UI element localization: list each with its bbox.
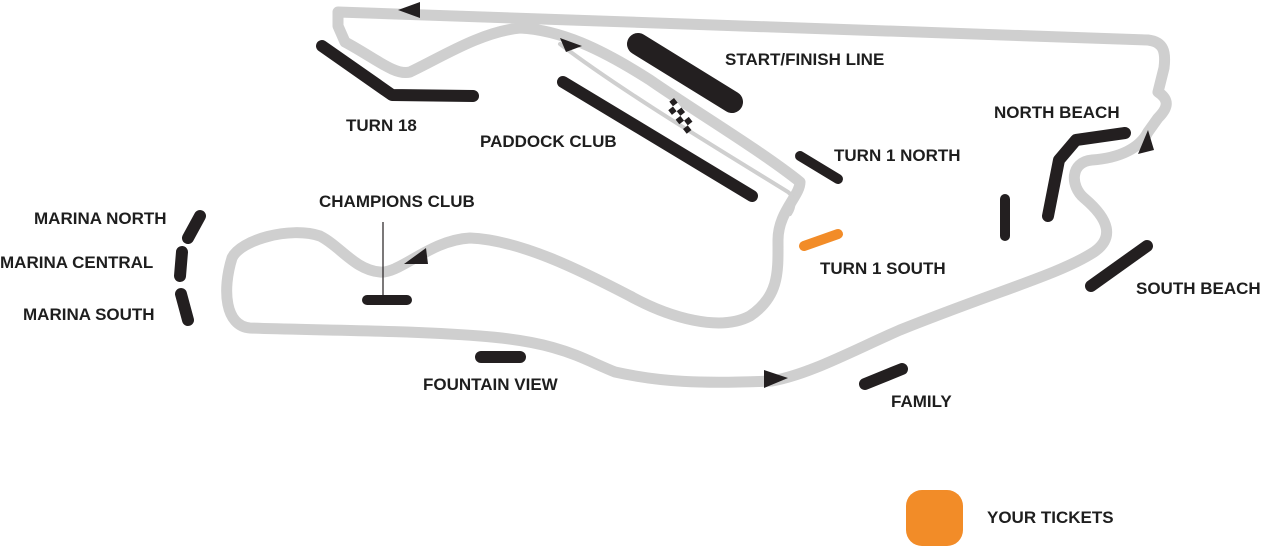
arrow-icon bbox=[398, 2, 420, 18]
label-south-beach: SOUTH BEACH bbox=[1136, 279, 1261, 298]
stand-turn18[interactable] bbox=[316, 40, 479, 102]
direction-arrows bbox=[398, 2, 1154, 388]
stand-start-finish[interactable] bbox=[627, 33, 743, 113]
label-turn1-north: TURN 1 NORTH bbox=[834, 146, 961, 165]
label-north-beach: NORTH BEACH bbox=[994, 103, 1120, 122]
label-champions-club: CHAMPIONS CLUB bbox=[319, 192, 475, 211]
arrow-icon bbox=[560, 38, 582, 52]
stand-north-beach[interactable] bbox=[1042, 127, 1131, 222]
legend: YOUR TICKETS bbox=[906, 490, 1114, 546]
label-fountain-view: FOUNTAIN VIEW bbox=[423, 375, 559, 394]
stand-marina-central[interactable] bbox=[174, 246, 188, 282]
grandstands bbox=[174, 33, 1153, 390]
label-paddock-club: PADDOCK CLUB bbox=[480, 132, 617, 151]
legend-swatch bbox=[906, 490, 963, 546]
start-finish-flag-icon bbox=[664, 98, 693, 134]
label-marina-central: MARINA CENTRAL bbox=[0, 253, 153, 272]
label-family: FAMILY bbox=[891, 392, 952, 411]
arrow-icon bbox=[404, 248, 428, 264]
stand-family[interactable] bbox=[859, 363, 908, 390]
stand-south-beach[interactable] bbox=[1085, 240, 1153, 292]
label-turn1-south: TURN 1 SOUTH bbox=[820, 259, 946, 278]
arrow-icon bbox=[1138, 130, 1154, 154]
legend-your-tickets-label: YOUR TICKETS bbox=[987, 508, 1114, 527]
label-start-finish: START/FINISH LINE bbox=[725, 50, 884, 69]
stand-marina-south[interactable] bbox=[175, 288, 194, 326]
section-labels: START/FINISH LINE TURN 18 PADDOCK CLUB T… bbox=[0, 50, 1261, 411]
stand-turn1-south[interactable] bbox=[799, 229, 843, 251]
stand-marina-north[interactable] bbox=[182, 210, 206, 244]
stand-paddock-club[interactable] bbox=[557, 76, 758, 202]
label-turn18: TURN 18 bbox=[346, 116, 417, 135]
stand-turn1-north[interactable] bbox=[795, 151, 843, 184]
race-track bbox=[221, 6, 1172, 388]
label-marina-south: MARINA SOUTH bbox=[23, 305, 155, 324]
label-marina-north: MARINA NORTH bbox=[34, 209, 167, 228]
arrow-icon bbox=[764, 370, 788, 388]
